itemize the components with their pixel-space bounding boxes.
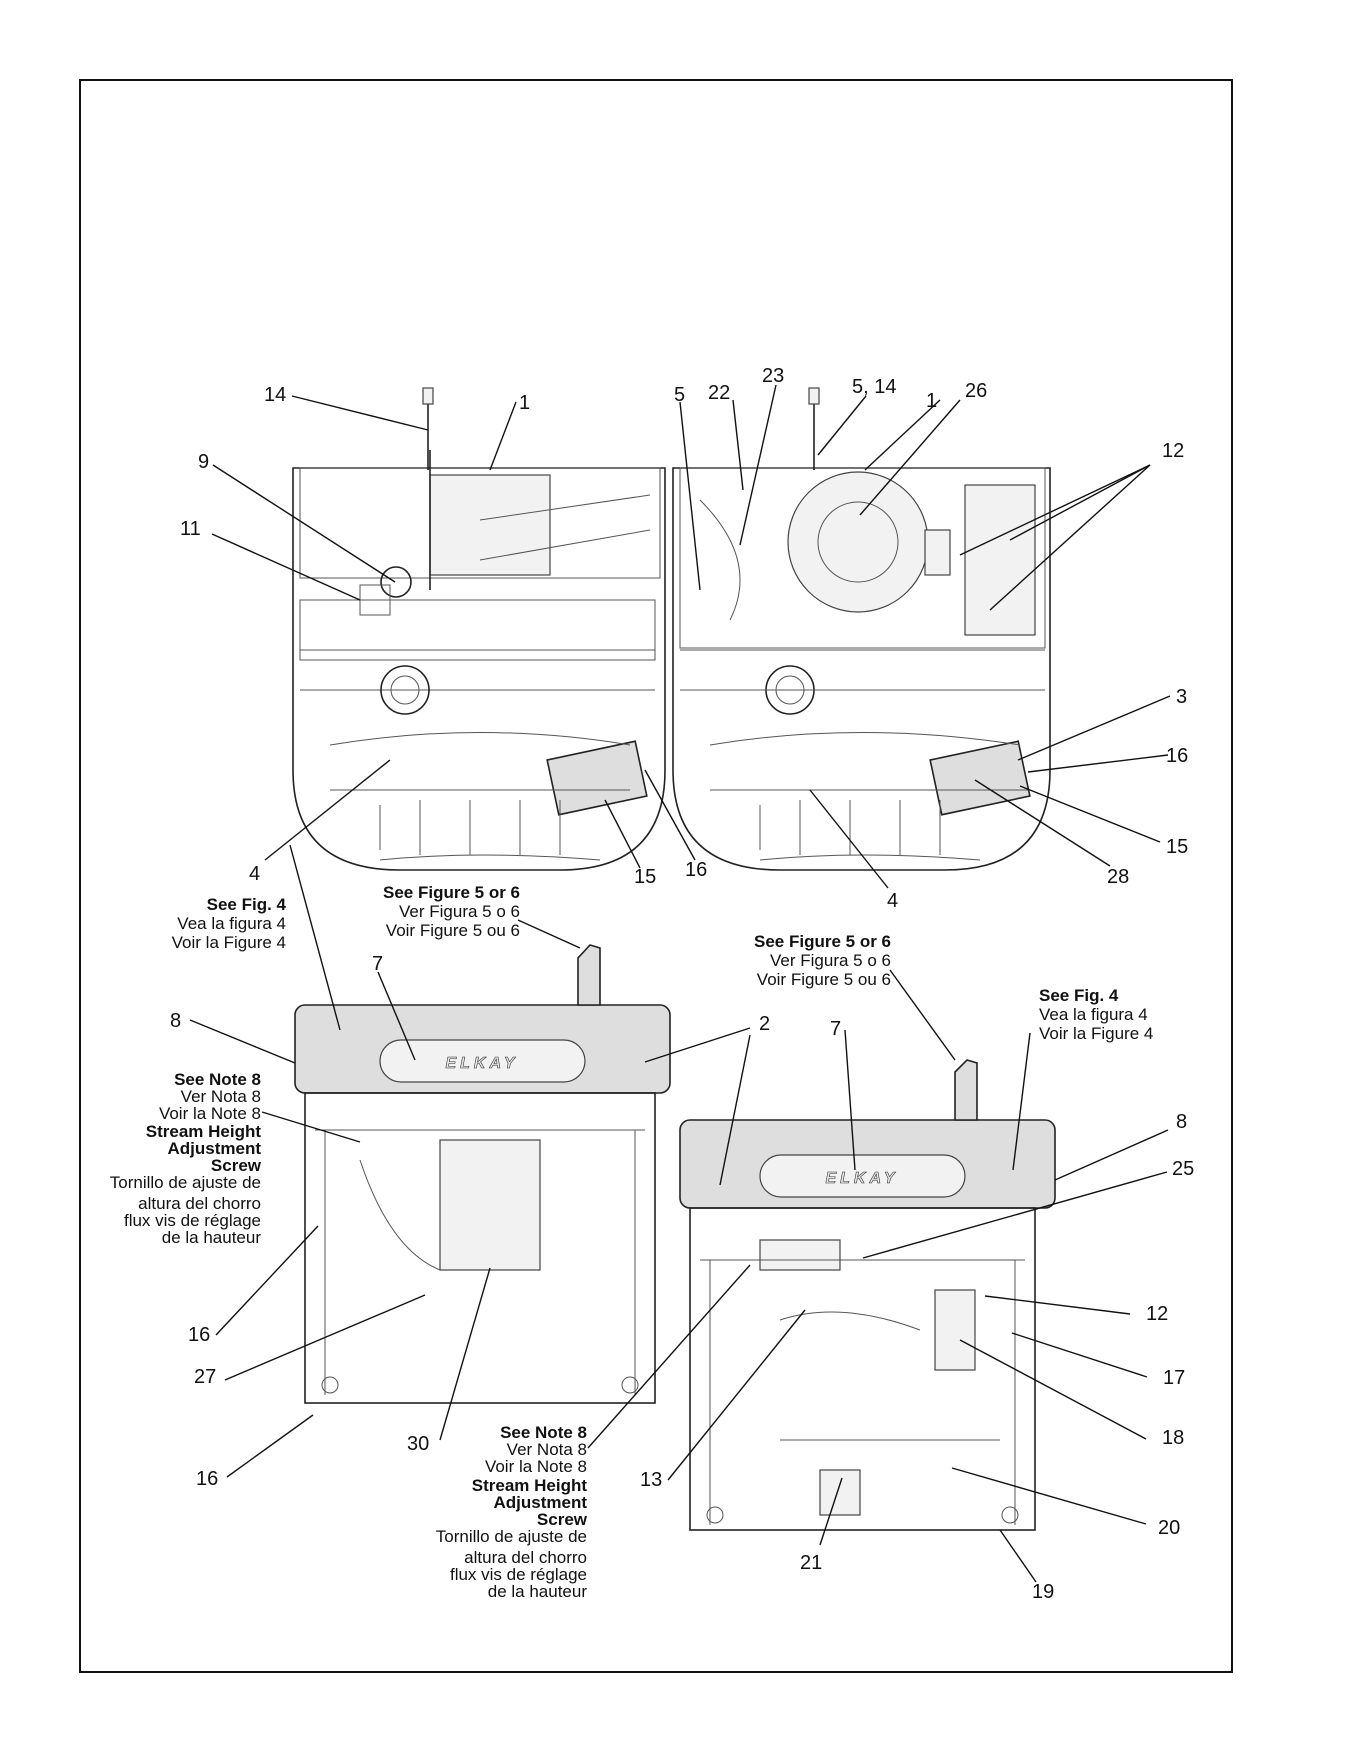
callout-tl-1: 1 [519, 392, 530, 414]
callout-bl-16b: 16 [196, 1468, 218, 1490]
note-note8-fr-right: Voir la Note 8 [485, 1457, 587, 1476]
callout-bl-8: 8 [170, 1010, 181, 1032]
callout-tr-5-14: 5, 14 [852, 376, 896, 398]
callout-br-18: 18 [1162, 1427, 1184, 1449]
note-stream2-right: Adjustment [494, 1493, 588, 1512]
note-note8-es-right: Ver Nota 8 [507, 1440, 587, 1459]
note-note8-en-right: See Note 8 [500, 1423, 587, 1442]
callout-tr-4: 4 [887, 890, 898, 912]
unit-bottom-left: ELKAY [294, 944, 671, 1404]
callout-tl-16: 16 [685, 859, 707, 881]
note-flux2-right: de la hauteur [488, 1582, 588, 1601]
callout-br-19: 19 [1032, 1581, 1054, 1603]
note-fig56-en-left: See Figure 5 or 6 [383, 883, 520, 902]
callout-bl-27: 27 [194, 1366, 216, 1388]
note-fig4-en-left: See Fig. 4 [207, 895, 287, 914]
callout-bl-16a: 16 [188, 1324, 210, 1346]
note-fig4-fr-right: Voir la Figure 4 [1039, 1024, 1153, 1043]
page-border [79, 79, 1233, 1673]
note-fig4-fr-left: Voir la Figure 4 [172, 933, 286, 952]
note-note8-es-left: Ver Nota 8 [181, 1087, 261, 1106]
callout-tl-11: 11 [180, 518, 201, 540]
callout-br-21: 21 [800, 1552, 822, 1574]
notes-note8-right: See Note 8 Ver Nota 8 Voir la Note 8 Str… [436, 1423, 588, 1601]
note-fig4-en-right: See Fig. 4 [1039, 986, 1119, 1005]
notes-note8-left: See Note 8 Ver Nota 8 Voir la Note 8 Str… [110, 1070, 262, 1247]
callout-br-13: 13 [640, 1469, 662, 1491]
unit-bottom-right: ELKAY [679, 1059, 1056, 1531]
callout-br-20: 20 [1158, 1517, 1180, 1539]
note-fig56-en-right: See Figure 5 or 6 [754, 932, 891, 951]
callout-tr-1: 1 [926, 390, 937, 412]
callout-tr-5: 5 [674, 384, 685, 406]
note-stream3-right: Screw [537, 1510, 588, 1529]
note-fig56-fr-right: Voir Figure 5 ou 6 [757, 970, 891, 989]
note-fig56-fr-left: Voir Figure 5 ou 6 [386, 921, 520, 940]
note-stream1-right: Stream Height [472, 1476, 588, 1495]
callout-br-8: 8 [1176, 1111, 1187, 1133]
note-tornillo2-left: altura del chorro [138, 1194, 261, 1213]
note-stream1-left: Stream Height [146, 1122, 262, 1141]
note-fig56-es-left: Ver Figura 5 o 6 [399, 902, 520, 921]
callout-tr-16: 16 [1166, 745, 1188, 767]
callout-tr-22: 22 [708, 382, 730, 404]
note-note8-en-left: See Note 8 [174, 1070, 261, 1089]
callout-br-17: 17 [1163, 1367, 1185, 1389]
notes-fig56-left: See Figure 5 or 6 Ver Figura 5 o 6 Voir … [383, 883, 520, 940]
note-fig56-es-right: Ver Figura 5 o 6 [770, 951, 891, 970]
elkay-logo-right: ELKAY [825, 1170, 898, 1187]
callout-tr-3: 3 [1176, 686, 1187, 708]
note-stream2-left: Adjustment [168, 1139, 262, 1158]
note-tornillo1-right: Tornillo de ajuste de [436, 1527, 587, 1546]
callout-br-12: 12 [1146, 1303, 1168, 1325]
notes-fig56-right: See Figure 5 or 6 Ver Figura 5 o 6 Voir … [754, 932, 891, 989]
callout-tr-28: 28 [1107, 866, 1129, 888]
callout-tl-14: 14 [264, 384, 286, 406]
callout-tl-15: 15 [634, 866, 656, 888]
note-tornillo1-left: Tornillo de ajuste de [110, 1173, 261, 1192]
callout-tr-12: 12 [1162, 440, 1184, 462]
callout-tl-4: 4 [249, 863, 260, 885]
callout-tr-23: 23 [762, 365, 784, 387]
note-fig4-es-left: Vea la figura 4 [177, 914, 286, 933]
note-fig4-es-right: Vea la figura 4 [1039, 1005, 1148, 1024]
callout-br-7: 7 [830, 1018, 841, 1040]
leader-lines [189, 384, 1171, 1583]
note-tornillo2-right: altura del chorro [464, 1548, 587, 1567]
unit-top-right [672, 387, 1051, 871]
note-flux1-right: flux vis de réglage [450, 1565, 587, 1584]
note-note8-fr-left: Voir la Note 8 [159, 1104, 261, 1123]
callout-br-25: 25 [1172, 1158, 1194, 1180]
callout-tr-26: 26 [965, 380, 987, 402]
note-stream3-left: Screw [211, 1156, 262, 1175]
callout-br-2: 2 [759, 1013, 770, 1035]
note-flux2-left: de la hauteur [162, 1228, 262, 1247]
elkay-logo-left: ELKAY [445, 1055, 518, 1072]
notes-fig4-left: See Fig. 4 Vea la figura 4 Voir la Figur… [172, 895, 287, 952]
notes-fig4-right: See Fig. 4 Vea la figura 4 Voir la Figur… [1039, 986, 1153, 1043]
callout-tl-9: 9 [198, 451, 209, 473]
callout-numbers: 14 1 9 11 4 15 16 5 22 23 5, 14 1 26 12 … [170, 365, 1194, 1603]
callout-tr-15: 15 [1166, 836, 1188, 858]
callout-bl-30: 30 [407, 1433, 429, 1455]
callout-bl-7: 7 [372, 953, 383, 975]
unit-top-left [292, 387, 666, 871]
note-flux1-left: flux vis de réglage [124, 1211, 261, 1230]
